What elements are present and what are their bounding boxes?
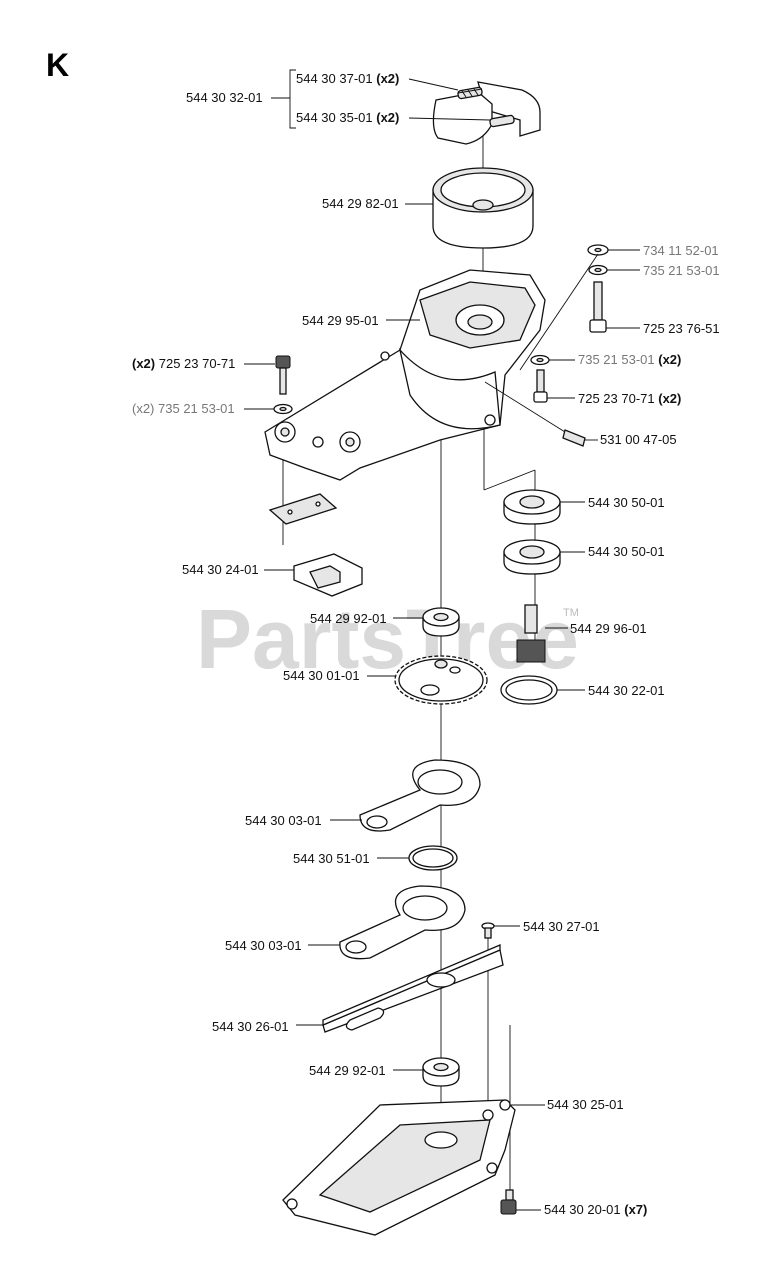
watermark: PartsTree TM [196,592,579,686]
callout-735-21-53-01-b[interactable]: 735 21 53-01 (x2) [578,352,681,367]
clutch-shoes [432,81,541,145]
group-bracket [271,69,491,321]
section-letter: K [46,47,69,83]
callout-544-29-96-01[interactable]: 544 29 96-01 [570,621,647,636]
slider-plate [296,944,504,1033]
connecting-rod-upper [330,759,481,832]
bearing-small-lower [393,1057,460,1087]
pinion-shaft [516,604,568,663]
connecting-rod-lower [308,885,466,960]
callout-544-30-35-01[interactable]: 544 30 35-01 (x2) [296,110,399,125]
callout-544-30-01-01[interactable]: 544 30 01-01 [283,668,360,683]
callout-544-30-25-01[interactable]: 544 30 25-01 [547,1097,624,1112]
callout-labels: 544 30 32-01 544 30 37-01 (x2) 544 30 35… [132,71,720,1217]
callout-544-29-95-01[interactable]: 544 29 95-01 [302,313,379,328]
callout-544-30-50-01-b[interactable]: 544 30 50-01 [588,544,665,559]
callout-725-23-70-71-b[interactable]: 725 23 70-71 (x2) [578,391,681,406]
callout-725-23-76-51[interactable]: 725 23 76-51 [643,321,720,336]
retaining-ring [377,845,458,871]
callout-725-23-70-71-a[interactable]: (x2) 725 23 70-71 [132,356,235,371]
callout-544-30-03-01-b[interactable]: 544 30 03-01 [225,938,302,953]
callout-544-30-24-01[interactable]: 544 30 24-01 [182,562,259,577]
housing-right-screws [484,354,598,447]
callout-531-00-47-05[interactable]: 531 00 47-05 [600,432,677,447]
callout-544-30-03-01-a[interactable]: 544 30 03-01 [245,813,322,828]
callout-544-29-82-01[interactable]: 544 29 82-01 [322,196,399,211]
bearing-small-upper [393,607,460,637]
callout-544-30-51-01[interactable]: 544 30 51-01 [293,851,370,866]
callout-735-21-53-01-a[interactable]: 735 21 53-01 [643,263,720,278]
callout-544-30-32-01[interactable]: 544 30 32-01 [186,90,263,105]
housing-left-screws [244,355,293,415]
callout-544-30-20-01[interactable]: 544 30 20-01 (x7) [544,1202,647,1217]
callout-735-21-53-01-c[interactable]: (x2) 735 21 53-01 [132,401,235,416]
bottom-screw [500,1189,541,1215]
watermark-tm: TM [563,607,579,619]
bearing-upper [503,489,585,525]
gear-housing [264,269,546,481]
small-screw [481,922,520,939]
callout-544-29-92-01-b[interactable]: 544 29 92-01 [309,1063,386,1078]
bearing-lower [503,539,585,575]
screw-washer-stack [519,244,640,371]
callout-544-30-26-01[interactable]: 544 30 26-01 [212,1019,289,1034]
callout-734-11-52-01[interactable]: 734 11 52-01 [643,243,719,258]
bottom-cover [282,1099,545,1236]
clutch-drum [432,167,534,249]
block-part [264,553,363,597]
callout-544-30-22-01[interactable]: 544 30 22-01 [588,683,665,698]
callout-544-29-92-01-a[interactable]: 544 29 92-01 [310,611,387,626]
main-gear [367,655,488,705]
circlip [500,675,585,705]
callout-544-30-50-01-a[interactable]: 544 30 50-01 [588,495,665,510]
watermark-text: PartsTree [196,592,579,686]
callout-544-30-27-01[interactable]: 544 30 27-01 [523,919,600,934]
callout-544-30-37-01[interactable]: 544 30 37-01 (x2) [296,71,399,86]
small-plate [268,493,338,525]
